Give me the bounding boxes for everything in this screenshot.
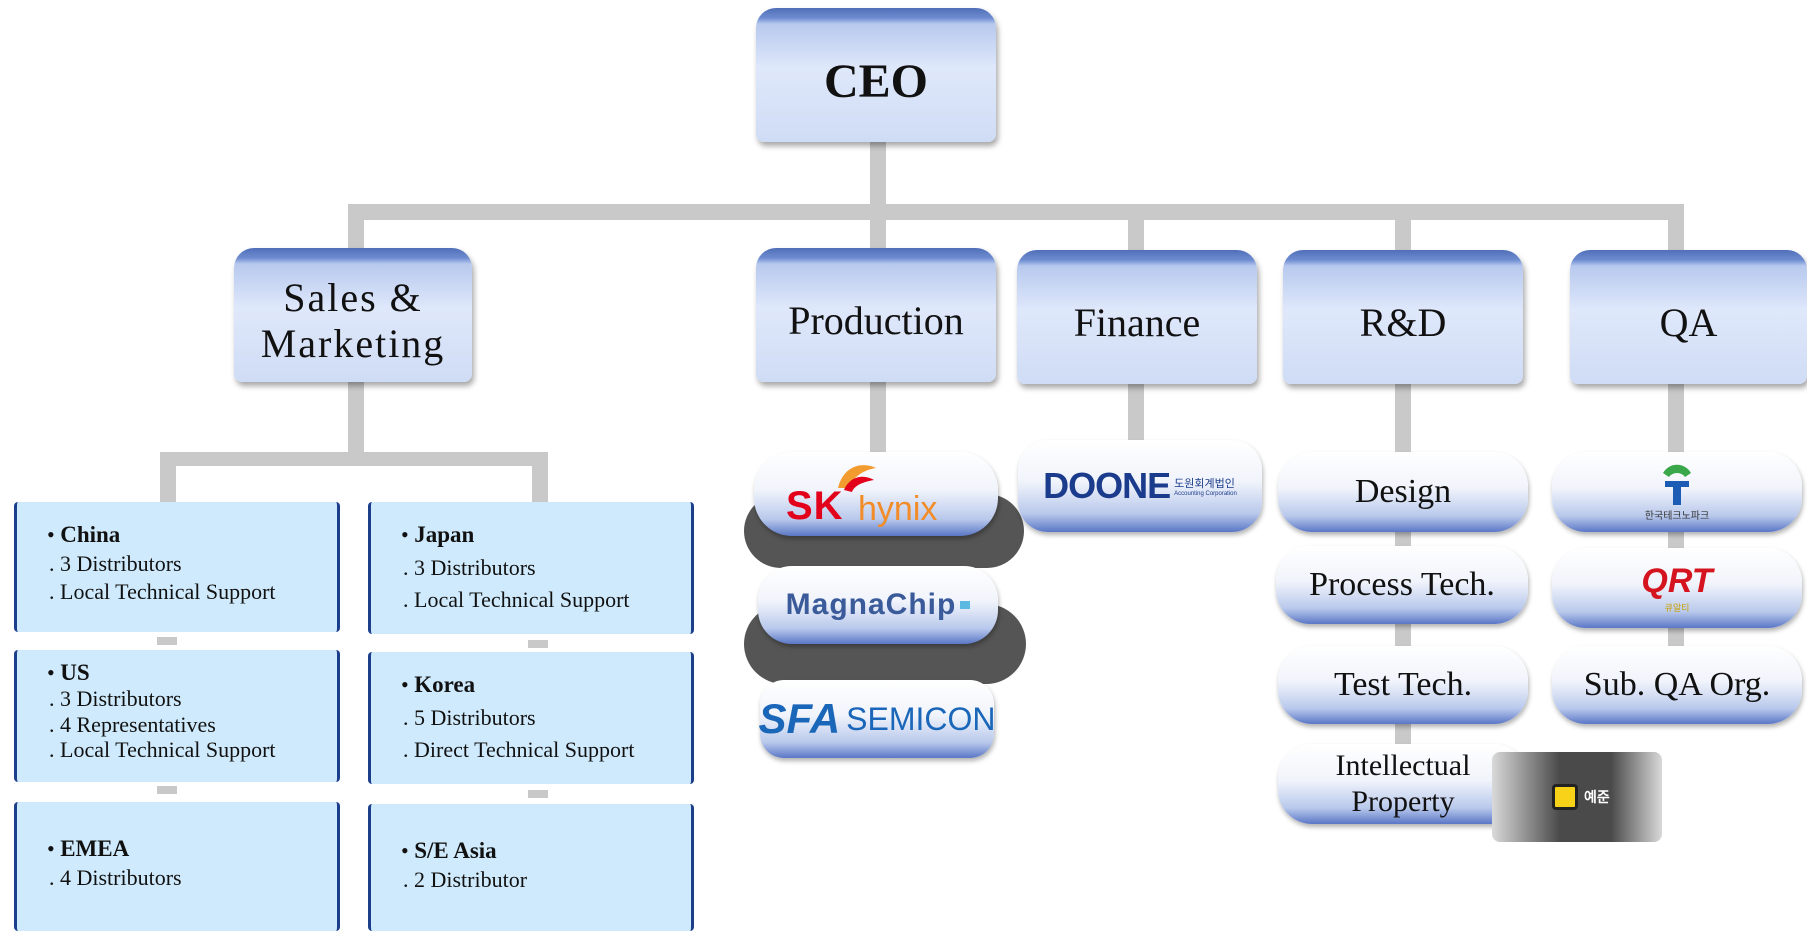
region-us: • US . 3 Distributors . 4 Representative… xyxy=(14,650,340,782)
region-detail: . Local Technical Support xyxy=(49,579,276,605)
region-detail: . 4 Representatives xyxy=(49,711,216,737)
region-detail: . 5 Distributors xyxy=(403,704,536,730)
region-divider xyxy=(157,637,177,645)
ceo-box: CEO xyxy=(756,8,996,142)
technopark-icon xyxy=(1663,464,1691,505)
qa-partner-1-logo: 한국테크노파크 xyxy=(1552,452,1802,532)
sales-branch-connector xyxy=(160,452,548,466)
qa-box: QA xyxy=(1570,250,1807,384)
ip-partner-logo: 예준 xyxy=(1492,752,1662,842)
ip-partner-mark-icon xyxy=(1552,784,1578,810)
sfa-semicon-logo: SFA SEMICON xyxy=(758,680,996,758)
region-name: US xyxy=(60,660,90,685)
ip-label-line1: Intellectual xyxy=(1335,749,1471,782)
doone-text: DOONE xyxy=(1043,465,1171,506)
qa-sub-org: Sub. QA Org. xyxy=(1552,646,1802,724)
rnd-box: R&D xyxy=(1283,250,1523,384)
sales-label-line2: Marketing xyxy=(260,321,446,366)
sales-label-line1: Sales & xyxy=(283,275,423,320)
finance-label: Finance xyxy=(1073,300,1201,345)
sales-down-connector xyxy=(348,380,364,456)
production-down-connector xyxy=(870,380,886,452)
doone-korean-text: 도원회계법인 xyxy=(1174,478,1235,490)
region-name: EMEA xyxy=(60,836,130,861)
region-japan: • Japan . 3 Distributors . Local Technic… xyxy=(368,502,694,634)
sales-marketing-box: Sales & Marketing xyxy=(234,248,472,382)
region-divider xyxy=(528,640,548,648)
region-detail: . 4 Distributors xyxy=(49,864,182,890)
region-china: • China . 3 Distributors . Local Technic… xyxy=(14,502,340,632)
qa-partner-1-caption: 한국테크노파크 xyxy=(1644,510,1710,522)
ceo-connector xyxy=(870,140,886,220)
rnd-label: R&D xyxy=(1359,300,1447,345)
process-tech-label: Process Tech. xyxy=(1309,566,1495,603)
rnd-process-tech: Process Tech. xyxy=(1276,546,1528,624)
region-detail: . Direct Technical Support xyxy=(403,737,635,763)
sales-left-drop xyxy=(160,452,176,502)
rnd-test-tech: Test Tech. xyxy=(1278,646,1528,724)
region-detail: . Local Technical Support xyxy=(403,587,630,613)
region-detail: . 3 Distributors xyxy=(49,550,182,576)
region-name: Korea xyxy=(414,672,476,697)
qa-label: QA xyxy=(1659,300,1718,345)
finance-box: Finance xyxy=(1017,250,1257,384)
rnd-drop xyxy=(1395,204,1411,260)
region-divider xyxy=(528,790,548,798)
finance-drop xyxy=(1128,204,1144,260)
qrt-caption: 큐알티 xyxy=(1664,603,1690,613)
magnachip-text: MagnaChip xyxy=(785,588,957,621)
finance-down-connector xyxy=(1128,380,1144,450)
region-name: Japan xyxy=(414,522,475,547)
sk-text: SK xyxy=(786,484,844,528)
ip-partner-text: 예준 xyxy=(1584,789,1610,805)
region-detail: . 3 Distributors xyxy=(49,686,182,712)
ceo-label: CEO xyxy=(823,54,928,108)
production-box: Production xyxy=(756,248,996,382)
rnd-intellectual-property: Intellectual Property xyxy=(1278,744,1528,824)
sales-right-drop xyxy=(532,452,548,502)
sk-hynix-logo: SK hynix xyxy=(754,452,998,536)
region-name: S/E Asia xyxy=(414,838,497,863)
rnd-design: Design xyxy=(1278,452,1528,532)
ip-label-line2: Property xyxy=(1351,785,1455,818)
region-se-asia: • S/E Asia . 2 Distributor xyxy=(368,804,694,931)
sub-qa-org-label: Sub. QA Org. xyxy=(1583,666,1771,703)
production-drop xyxy=(870,204,886,260)
region-divider xyxy=(157,786,177,794)
design-label: Design xyxy=(1354,473,1452,510)
qa-drop xyxy=(1668,204,1684,260)
region-name: China xyxy=(60,522,121,547)
magnachip-mark-icon xyxy=(960,601,971,609)
region-detail: . 3 Distributors xyxy=(403,554,536,580)
hynix-text: hynix xyxy=(858,490,938,528)
main-horizontal-connector xyxy=(348,204,1684,220)
qrt-text: QRT xyxy=(1641,562,1713,600)
region-korea: • Korea . 5 Distributors . Direct Techni… xyxy=(368,652,694,784)
qrt-logo: QRT 큐알티 xyxy=(1552,548,1802,628)
sk-butterfly-icon xyxy=(838,465,876,492)
semicon-text: SEMICON xyxy=(846,700,996,737)
region-emea: • EMEA . 4 Distributors xyxy=(14,802,340,931)
sfa-text: SFA xyxy=(758,695,841,742)
region-detail: . 2 Distributor xyxy=(403,866,528,892)
doone-sub-text: Accounting Corporation xyxy=(1174,491,1237,497)
sales-drop xyxy=(348,204,364,260)
region-detail: . Local Technical Support xyxy=(49,737,276,763)
magnachip-logo: MagnaChip xyxy=(758,566,998,644)
doone-logo: DOONE 도원회계법인 Accounting Corporation xyxy=(1018,440,1262,532)
test-tech-label: Test Tech. xyxy=(1333,666,1473,703)
production-label: Production xyxy=(788,298,964,343)
